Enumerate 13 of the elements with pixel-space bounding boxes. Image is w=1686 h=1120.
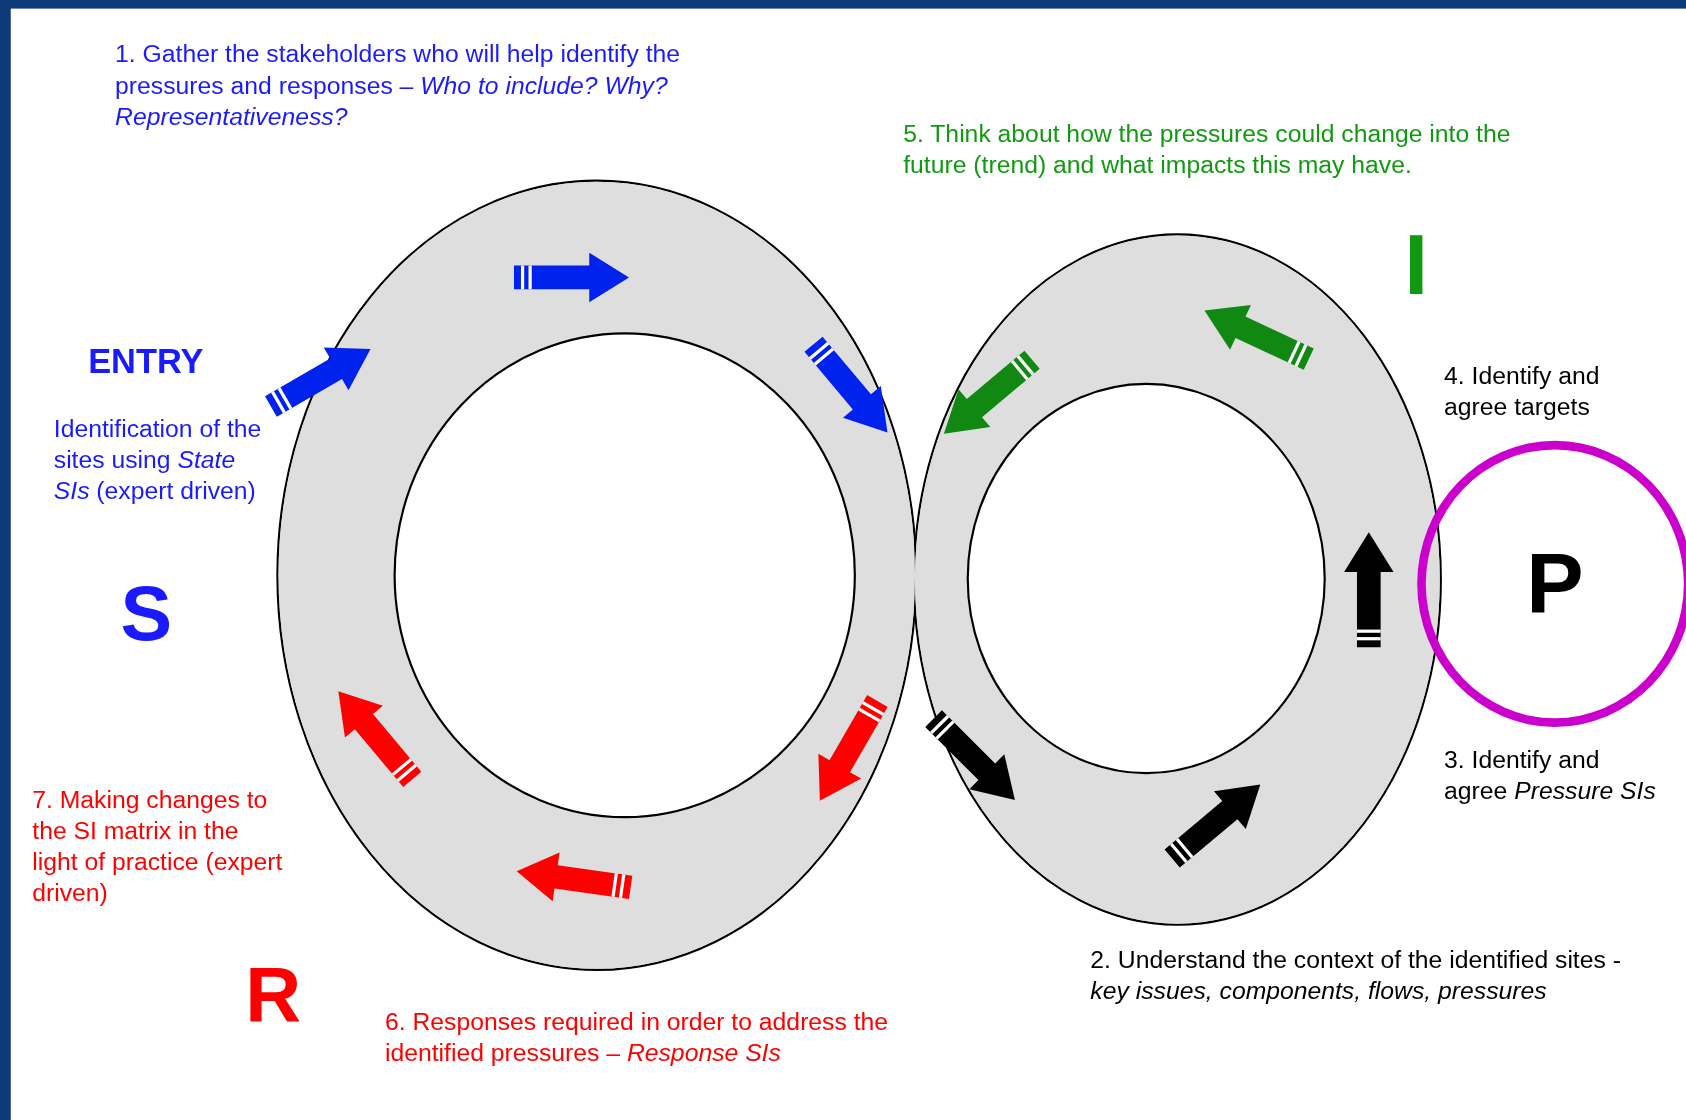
instruction-text: 6. Responses required in order to address the identified pressures – Response SIs [384,1006,890,1069]
stage-letter: I [1404,215,1429,314]
stage-circle: P [1417,440,1686,727]
stage-letter: R [245,950,302,1040]
stage-letter: S [120,568,173,658]
instruction-text: 2. Understand the context of the identified sites - key issues, components, flows, pressures [1090,944,1622,1007]
instruction-text: 7. Making changes to the SI matrix in the light of practice (expert driven) [32,783,284,909]
instruction-text: 4. Identify and agree targets [1444,360,1601,423]
instruction-text: 5. Think about how the pressures could change into the future (trend) and what impacts this may have. [903,118,1512,181]
instruction-text: 3. Identify and agree Pressure SIs [1444,744,1657,807]
instruction-text: 1. Gather the stakeholders who will help identify the pressures and responses – Who to include? Why? Representativeness? [115,38,682,133]
entry-heading: ENTRY [88,340,204,383]
instruction-text: Identification of the sites using State SIs (expert driven) [53,413,263,507]
